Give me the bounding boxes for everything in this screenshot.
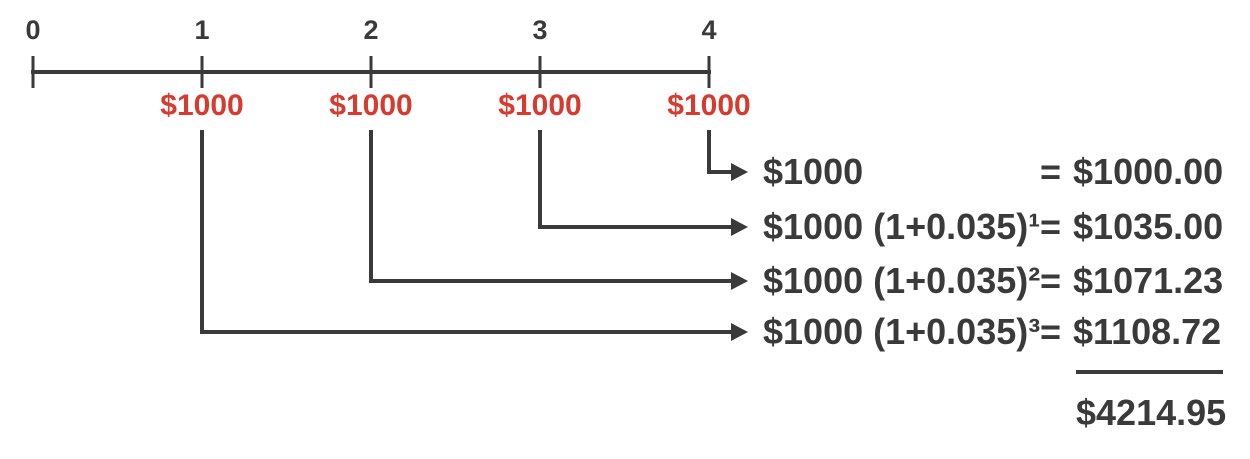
connector-line-year3 (538, 130, 732, 229)
calc-expression: $1000 (1+0.035)¹ (763, 206, 1041, 247)
timeline-tick-label-4: 4 (701, 15, 717, 45)
timeline-tick-label-3: 3 (532, 15, 548, 45)
calc-result: $1035.00 (1073, 206, 1224, 247)
calc-expression: $1000 (763, 151, 864, 192)
arrowhead-icon-year3 (731, 218, 748, 236)
total-future-value: $4214.95 (1076, 392, 1227, 433)
calc-result: $1071.23 (1073, 260, 1224, 301)
payment-label-year2: $1000 (329, 89, 413, 122)
arrowhead-icon-year2 (731, 272, 748, 290)
timeline-tick-label-0: 0 (25, 15, 41, 45)
calc-row-year1: $1000 (1+0.035)³ = $1108.72 (763, 310, 1243, 354)
timeline-tick-label-2: 2 (363, 15, 379, 45)
calc-row-year4: $1000 = $1000.00 (763, 150, 1243, 194)
payment-label-year1: $1000 (160, 89, 244, 122)
connector-line-year4 (707, 130, 732, 174)
equals-sign: = (1040, 206, 1062, 247)
arrowhead-icon-year4 (731, 163, 748, 181)
connector-line-year1 (200, 130, 732, 334)
timeline-tick-label-1: 1 (194, 15, 210, 45)
calc-expression: $1000 (1+0.035)² (763, 260, 1041, 301)
connector-line-year2 (369, 130, 732, 283)
equals-sign: = (1040, 311, 1062, 352)
payment-label-year3: $1000 (498, 89, 582, 122)
calc-result: $1108.72 (1073, 311, 1222, 352)
equals-sign: = (1040, 260, 1062, 301)
calc-result: $1000.00 (1073, 151, 1224, 192)
calc-expression: $1000 (1+0.035)³ (763, 311, 1041, 352)
arrowhead-icon-year1 (731, 323, 748, 341)
calc-row-year3: $1000 (1+0.035)¹ = $1035.00 (763, 205, 1243, 249)
payment-label-year4: $1000 (667, 89, 751, 122)
equals-sign: = (1040, 151, 1062, 192)
calc-row-year2: $1000 (1+0.035)² = $1071.23 (763, 259, 1243, 303)
